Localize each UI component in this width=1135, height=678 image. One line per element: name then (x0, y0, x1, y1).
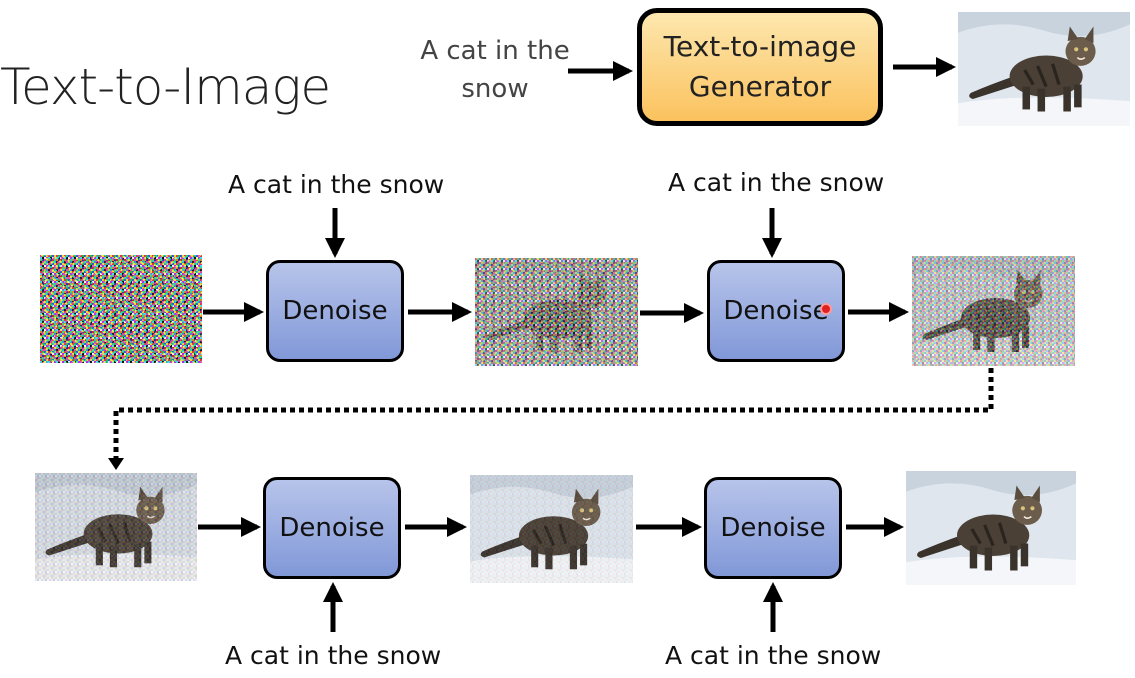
denoise-label-3: Denoise (279, 513, 385, 543)
denoise-box-1: Denoise (266, 260, 404, 362)
top-prompt-text: A cat in the snow (420, 36, 570, 104)
row1-prompt-2: A cat in the snow (668, 168, 885, 197)
dotted-connector (113, 368, 994, 460)
almost-clean-cat-image (470, 475, 633, 583)
denoise-label-1: Denoise (282, 296, 388, 326)
noisy-cat-image-1 (475, 258, 638, 366)
denoise-label-2: Denoise (723, 296, 829, 326)
dotted-connector-arrowhead (108, 458, 124, 470)
slide-title: Text-to-Image (0, 58, 331, 116)
laser-pointer-dot (820, 303, 832, 315)
row1-prompt-1: A cat in the snow (228, 170, 445, 199)
generator-label: Text-to-image Generator (663, 30, 857, 103)
pure-noise-image (40, 255, 202, 363)
denoise-box-3: Denoise (263, 477, 401, 579)
text-to-image-generator-box: Text-to-image Generator (637, 8, 883, 126)
row2-prompt-2: A cat in the snow (665, 641, 882, 670)
denoise-label-4: Denoise (720, 513, 826, 543)
denoise-box-2: Denoise (707, 260, 845, 362)
denoise-box-4: Denoise (704, 477, 842, 579)
less-noisy-cat-image (35, 473, 197, 581)
noisy-cat-image-2 (912, 256, 1075, 366)
row2-prompt-1: A cat in the snow (225, 641, 442, 670)
